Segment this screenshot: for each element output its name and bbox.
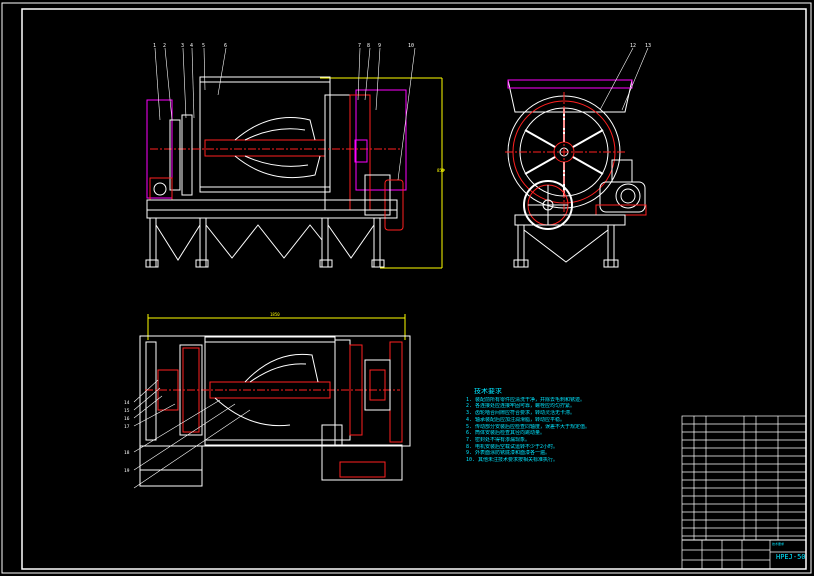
callout-2: 2 <box>163 43 166 49</box>
callout-9: 9 <box>378 43 381 49</box>
title-block <box>681 415 807 570</box>
top-view <box>133 314 411 489</box>
callout-17: 17 <box>124 424 130 430</box>
callout-4: 4 <box>190 43 193 49</box>
callout-6: 6 <box>224 43 227 49</box>
technical-notes: 技术要求 1. 装配前所有零件应清洗干净，并除去毛刺和锈迹。 2. 各连接处应连… <box>466 388 681 464</box>
note-line: 2. 各连接处应连接牢固可靠，螺栓应均匀拧紧。 <box>466 403 576 410</box>
callout-18: 18 <box>124 450 130 456</box>
side-view <box>505 47 649 268</box>
front-callouts: 1 2 3 4 5 6 7 8 9 10 850 <box>153 43 445 173</box>
callout-10: 10 <box>408 43 414 49</box>
callout-1: 1 <box>153 43 156 49</box>
callout-7: 7 <box>358 43 361 49</box>
note-line: 7. 密封处不得有渗漏现象。 <box>466 436 531 443</box>
note-line: 9. 外表面涂防锈底漆和面漆各一遍。 <box>466 450 551 457</box>
callout-19: 19 <box>124 468 130 474</box>
side-callouts: 12 13 <box>630 43 651 49</box>
note-line: 8. 电机安装后空载试运转不少于2小时。 <box>466 443 559 450</box>
callout-3: 3 <box>181 43 184 49</box>
notes-heading: 技术要求 <box>474 388 502 395</box>
top-callouts: 14 15 16 17 18 19 1850 <box>124 312 280 474</box>
drawing-number: HPEJ-50 <box>776 553 806 561</box>
callout-15: 15 <box>124 408 130 414</box>
sheet-border-inner <box>21 8 807 570</box>
callout-8: 8 <box>367 43 370 49</box>
callout-14: 14 <box>124 400 130 406</box>
note-line: 5. 传动部分安装后应检查同轴度，误差不大于规定值。 <box>466 423 591 430</box>
dim-height: 850 <box>437 168 445 173</box>
front-view <box>145 47 445 269</box>
note-line: 4. 轴承装配后应加注润滑脂，转动应平稳。 <box>466 416 566 423</box>
note-line: 3. 齿轮啮合间隙应符合要求，转动灵活无卡滞。 <box>466 410 576 417</box>
title-block-small-text: 技术要求 <box>772 542 785 546</box>
callout-13: 13 <box>645 43 651 49</box>
callout-12: 12 <box>630 43 636 49</box>
dim-width: 1850 <box>270 312 280 317</box>
note-line: 1. 装配前所有零件应清洗干净，并除去毛刺和锈迹。 <box>466 396 586 403</box>
callout-5: 5 <box>202 43 205 49</box>
note-line: 10. 其他未注技术要求按相关标准执行。 <box>466 457 559 464</box>
callout-16: 16 <box>124 416 130 422</box>
note-line: 6. 筒体安装后检查其径向跳动量。 <box>466 430 546 437</box>
